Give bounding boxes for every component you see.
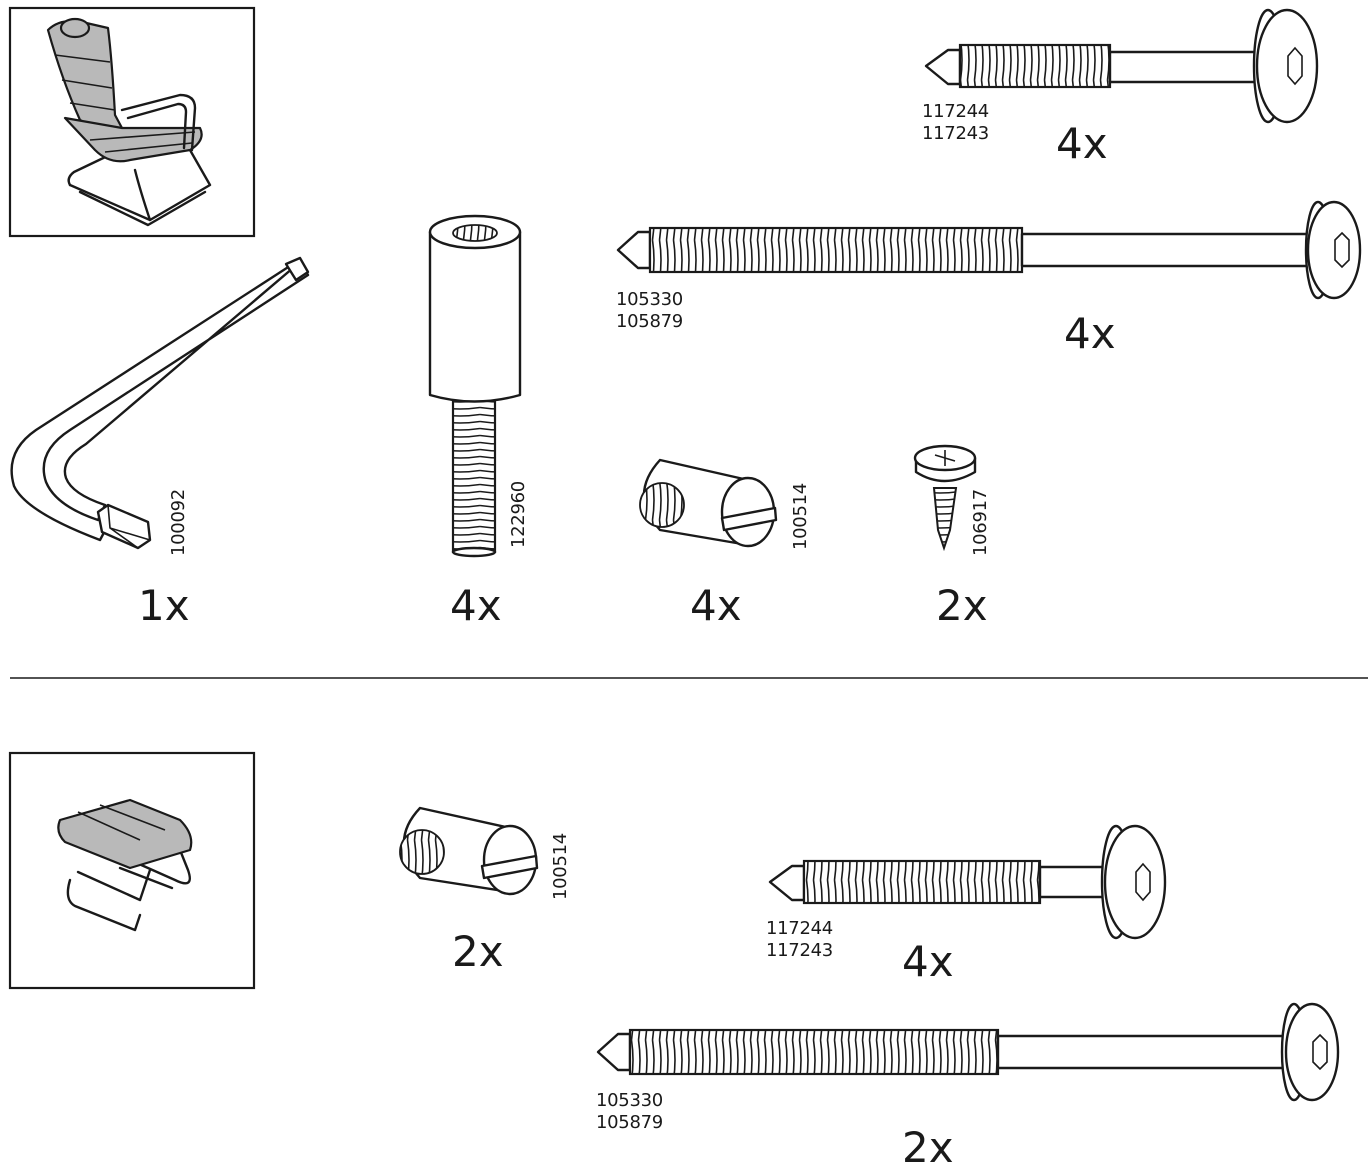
short-bolt-part: 117244 117243 4x bbox=[922, 8, 1319, 168]
long-bolt-part-number-2: 105879 bbox=[616, 311, 683, 332]
footstool-long-bolt-part-number-1: 105330 bbox=[596, 1090, 663, 1111]
footstool-short-bolt-part-number-1: 117244 bbox=[766, 918, 833, 939]
footstool-short-bolt-quantity: 4x bbox=[902, 937, 954, 986]
short-bolt-icon bbox=[924, 8, 1319, 124]
footstool-thumbnail bbox=[8, 751, 256, 990]
chair-thumbnail bbox=[8, 6, 256, 238]
long-bolt-part-number-1: 105330 bbox=[616, 289, 683, 310]
cross-dowel-quantity: 4x bbox=[690, 581, 742, 630]
barrel-connector-part-number: 122960 bbox=[508, 481, 529, 548]
footstool-long-bolt-part-number-2: 105879 bbox=[596, 1112, 663, 1133]
footstool-short-bolt-part-number-2: 117243 bbox=[766, 940, 833, 961]
chair-section: 100092 1x 122960 4x 100514 4x bbox=[8, 6, 1362, 630]
footstool-cross-dowel-part-number: 100514 bbox=[550, 833, 571, 900]
short-bolt-quantity: 4x bbox=[1056, 119, 1108, 168]
cross-dowel-part: 100514 4x bbox=[639, 458, 811, 630]
wood-screw-part-number: 106917 bbox=[970, 489, 991, 556]
footstool-long-bolt-quantity: 2x bbox=[902, 1123, 954, 1172]
barrel-connector-part: 122960 4x bbox=[428, 214, 529, 630]
wood-screw-part: 106917 2x bbox=[913, 444, 991, 630]
barrel-connector-quantity: 4x bbox=[450, 581, 502, 630]
footstool-cross-dowel-icon bbox=[399, 806, 539, 896]
chair-icon bbox=[46, 17, 212, 227]
allen-key-part-number: 100092 bbox=[168, 489, 189, 556]
cross-dowel-part-number: 100514 bbox=[790, 483, 811, 550]
footstool-cross-dowel-part: 100514 2x bbox=[399, 806, 571, 976]
footstool-section: 100514 2x 117244 117243 4x bbox=[8, 751, 1340, 1172]
footstool-icon bbox=[57, 798, 193, 932]
footstool-cross-dowel-quantity: 2x bbox=[452, 927, 504, 976]
long-bolt-quantity: 4x bbox=[1064, 309, 1116, 358]
long-bolt-icon bbox=[616, 200, 1362, 300]
footstool-short-bolt-icon bbox=[768, 824, 1167, 940]
allen-key-icon bbox=[10, 256, 310, 550]
footstool-long-bolt-icon bbox=[596, 1002, 1340, 1102]
short-bolt-part-number-2: 117243 bbox=[922, 123, 989, 144]
short-bolt-part-number-1: 117244 bbox=[922, 101, 989, 122]
barrel-connector-icon bbox=[428, 214, 522, 558]
allen-key-part: 100092 1x bbox=[10, 256, 310, 630]
long-bolt-part: 105330 105879 4x bbox=[616, 200, 1362, 358]
wood-screw-icon bbox=[913, 444, 977, 552]
footstool-short-bolt-part: 117244 117243 4x bbox=[766, 824, 1167, 986]
footstool-long-bolt-part: 105330 105879 2x bbox=[596, 1002, 1340, 1172]
allen-key-quantity: 1x bbox=[138, 581, 190, 630]
cross-dowel-icon bbox=[639, 458, 778, 548]
wood-screw-quantity: 2x bbox=[936, 581, 988, 630]
